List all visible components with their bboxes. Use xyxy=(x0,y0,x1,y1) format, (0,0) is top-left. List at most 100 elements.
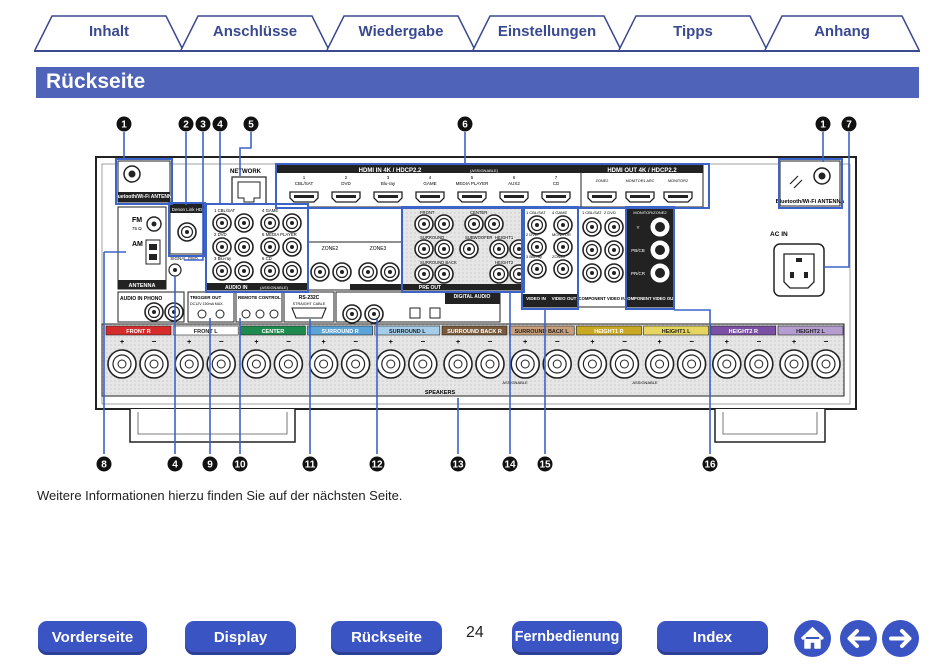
nav-display-button[interactable]: Display xyxy=(185,621,296,655)
hdmi-in-title: HDMI IN 4K / HDCP2.2 xyxy=(359,168,422,174)
back-button[interactable] xyxy=(840,620,877,657)
callout-number: 9 xyxy=(207,460,213,471)
speaker-group-bar xyxy=(441,325,508,336)
preout-jack xyxy=(414,264,434,284)
speaker-group-bar xyxy=(576,325,642,336)
hdmi-in-name: AUX2 xyxy=(508,181,520,186)
preout-jack xyxy=(414,214,434,234)
tab-einstellungen[interactable]: Einstellungen xyxy=(472,15,622,51)
nav-fernbedienung-button[interactable]: Fernbedienung xyxy=(512,621,622,655)
callout-top xyxy=(116,116,132,132)
nav-index-button[interactable]: Index xyxy=(657,621,768,655)
speaker-terminal-minus xyxy=(273,349,304,379)
audio-in-source-label: 5 MEDIA PLAYER xyxy=(262,232,297,237)
tab-wiedergabe[interactable]: Wiedergabe xyxy=(326,15,476,51)
callout-top xyxy=(457,116,473,132)
tab-label: Anschlüsse xyxy=(212,23,298,40)
hdmi-in-number: 2 xyxy=(345,175,348,180)
plus-sign: + xyxy=(254,339,258,346)
audio-in-jack-l xyxy=(212,213,232,233)
nav-vorderseite-button[interactable]: Vorderseite xyxy=(38,621,147,655)
audio-in-jack-r xyxy=(282,261,302,281)
preout-jack xyxy=(484,214,504,234)
callout-bottom xyxy=(537,456,553,472)
bt-antenna-label-right: Bluetooth/Wi-Fi ANTENNA xyxy=(776,199,845,205)
callout-top xyxy=(212,116,228,132)
preout-label: HEIGHT2 xyxy=(495,260,514,265)
minus-sign: − xyxy=(824,337,829,346)
antenna-label: ANTENNA xyxy=(129,283,156,289)
speaker-terminal-minus xyxy=(542,349,573,379)
minus-sign: − xyxy=(555,337,560,346)
section-header: Rückseite xyxy=(36,67,919,98)
tab-inhalt[interactable]: Inhalt xyxy=(34,15,184,51)
forward-button[interactable] xyxy=(882,620,919,657)
speaker-terminal-plus xyxy=(644,349,675,379)
hdmi-in-port xyxy=(289,191,319,203)
audio-in-source-label: 3 Blu-ray xyxy=(214,256,232,261)
comp-port-label: Y xyxy=(636,225,639,230)
video-jack xyxy=(527,259,547,279)
preout-label: SURROUND BACK xyxy=(420,260,457,265)
trigger-spec-label: DC12V 150mA MAX. xyxy=(190,302,224,306)
audio-in-source-label: 6 CD xyxy=(262,256,272,261)
preout-jack xyxy=(489,264,509,284)
am-label: AM xyxy=(132,241,143,248)
callout-number: 4 xyxy=(172,460,178,471)
hdmi-in-number: 4 xyxy=(429,175,432,180)
hdmi-in-number: 5 xyxy=(471,175,474,180)
callout-number: 12 xyxy=(371,460,383,471)
speaker-terminal-plus xyxy=(107,349,137,379)
comp-in-jack xyxy=(604,263,624,283)
video-out-label: VIDEO OUT xyxy=(552,296,577,301)
comp-in-label: 2 DVD xyxy=(604,210,616,215)
preout-label: SURROUND xyxy=(420,235,444,240)
callout-number: 10 xyxy=(234,460,246,471)
trigger-label: TRIGGER OUT xyxy=(190,295,222,300)
fm-label: FM xyxy=(132,217,142,224)
home-button[interactable] xyxy=(794,620,831,657)
hdmi-in-name: CBL/SAT xyxy=(295,181,314,186)
nav-rueckseite-button[interactable]: Rückseite xyxy=(331,621,442,655)
plus-sign: + xyxy=(389,339,393,346)
callout-bottom xyxy=(302,456,318,472)
hdmi-in-name: CD xyxy=(553,181,560,186)
callout-bottom xyxy=(202,456,218,472)
video-source-label: 4 GAME xyxy=(552,210,567,215)
hdmi-in-number: 3 xyxy=(387,175,390,180)
minus-sign: − xyxy=(286,337,291,346)
tab-underline xyxy=(34,50,920,52)
callout-number: 13 xyxy=(452,460,464,471)
digital-audio-label: DIGITAL AUDIO xyxy=(454,294,491,300)
audio-in-jack-r xyxy=(282,237,302,257)
pre-out-label: PRE OUT xyxy=(419,285,441,291)
speaker-group-label: HEIGHT1 R xyxy=(594,329,623,335)
speaker-terminal-minus xyxy=(206,349,236,379)
page-number: 24 xyxy=(466,624,484,641)
minus-sign: − xyxy=(756,337,761,346)
callout-number: 1 xyxy=(820,120,826,131)
minus-sign: − xyxy=(689,337,694,346)
tab-tipps[interactable]: Tipps xyxy=(618,15,768,51)
callout-number: 11 xyxy=(305,460,316,471)
preout-label: SUBWOOFER xyxy=(465,235,492,240)
callout-number: 5 xyxy=(248,120,254,131)
plus-sign: + xyxy=(456,339,460,346)
tab-anhang[interactable]: Anhang xyxy=(764,15,920,51)
speaker-group-label: SURROUND R xyxy=(321,329,358,335)
speaker-terminal-minus xyxy=(407,349,438,379)
tab-anschluesse[interactable]: Anschlüsse xyxy=(180,15,330,51)
hdmi-in-number: 7 xyxy=(555,175,558,180)
comp-video-in-label: COMPONENT VIDEO IN xyxy=(579,296,626,301)
minus-sign: − xyxy=(353,337,358,346)
fm-ohm-label: 75 Ω xyxy=(132,226,142,231)
speaker-group-bar xyxy=(105,325,172,336)
audio-in-jack-l xyxy=(260,237,280,257)
audio-in-jack-l xyxy=(212,261,232,281)
audio-in-jack-l xyxy=(212,237,232,257)
hdmi-out-name: ZONE2 xyxy=(596,179,609,183)
speaker-terminal-plus xyxy=(308,349,339,379)
minus-sign: − xyxy=(420,337,425,346)
